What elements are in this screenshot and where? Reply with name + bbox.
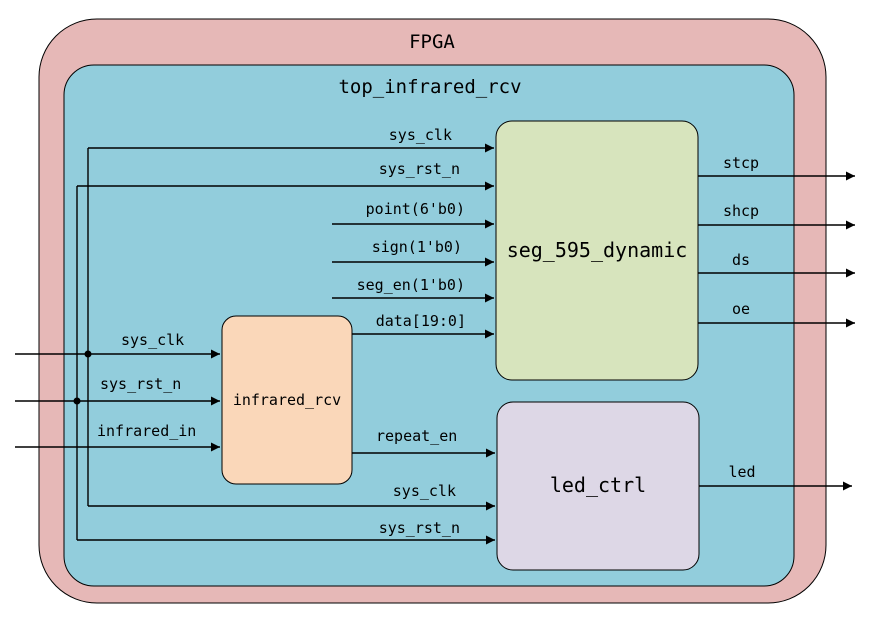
infrared-rcv-block xyxy=(221,315,353,485)
sign-label: sign(1'b0) xyxy=(372,238,462,256)
seg-sys-clk-label: sys_clk xyxy=(389,126,452,144)
seg-595-dynamic-label: seg_595_dynamic xyxy=(507,238,688,262)
fpga-title: FPGA xyxy=(409,31,455,53)
led-sys-rst-n-label: sys_rst_n xyxy=(379,519,460,537)
shcp-label: shcp xyxy=(723,202,759,220)
seg-595-dynamic-block xyxy=(495,120,699,381)
rst-junction xyxy=(73,397,81,405)
led-sys-clk-label: sys_clk xyxy=(393,482,456,500)
data-label: data[19:0] xyxy=(376,312,466,330)
top-module-title: top_infrared_rcv xyxy=(338,76,521,98)
ir-sys-clk-label: sys_clk xyxy=(121,331,184,349)
infrared-rcv-label: infrared_rcv xyxy=(233,391,341,409)
clk-junction xyxy=(84,350,92,358)
seg-en-label: seg_en(1'b0) xyxy=(357,276,465,294)
ir-sys-rst-n-label: sys_rst_n xyxy=(100,375,181,393)
led-label: led xyxy=(728,463,755,481)
infrared-in-label: infrared_in xyxy=(97,422,196,440)
seg-sys-rst-n-label: sys_rst_n xyxy=(379,160,460,178)
repeat-en-label: repeat_en xyxy=(376,427,457,445)
led-ctrl-label: led_ctrl xyxy=(550,473,646,497)
ds-label: ds xyxy=(732,251,750,269)
point-label: point(6'b0) xyxy=(366,200,465,218)
stcp-label: stcp xyxy=(723,154,759,172)
oe-label: oe xyxy=(732,300,750,318)
